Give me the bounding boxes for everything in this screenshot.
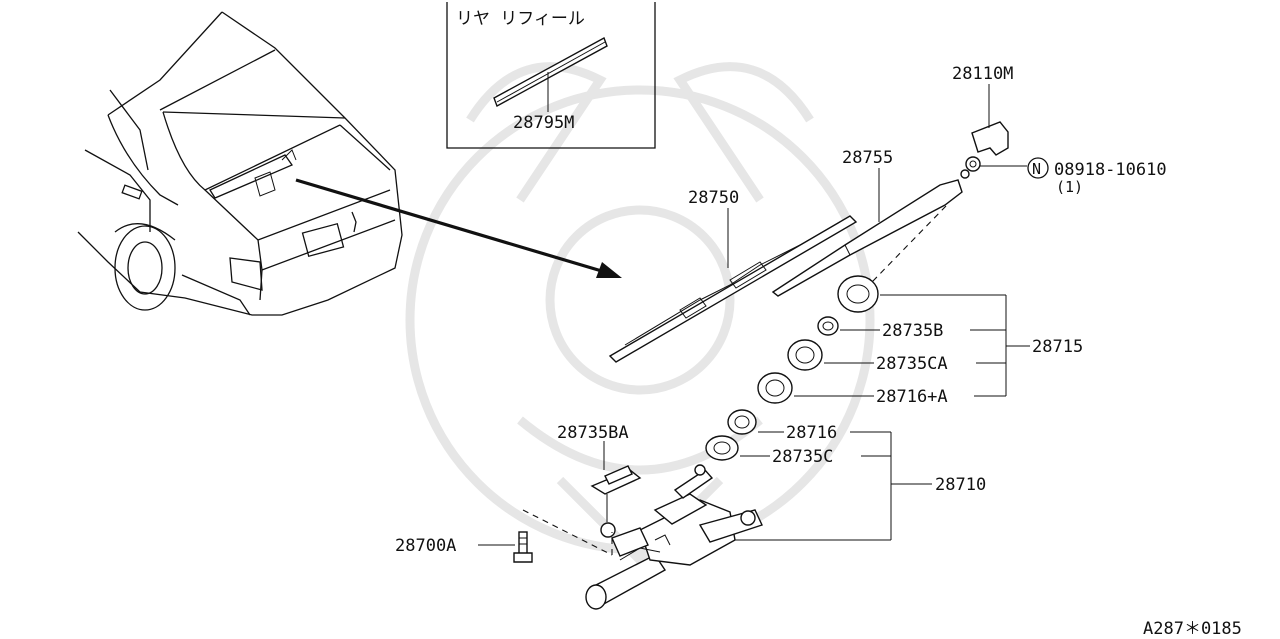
- pointer-arrow: [295, 178, 622, 278]
- label-28755[interactable]: 28755: [842, 148, 893, 168]
- inset-title: リヤ リフィール: [456, 9, 585, 29]
- label-28716A[interactable]: 28716+A: [876, 387, 948, 407]
- diagram-code: A287＊0185: [1143, 619, 1242, 639]
- nut-08918-10610: N 08918-10610 (1): [960, 156, 1167, 196]
- label-08918-10610[interactable]: 08918-10610: [1054, 160, 1167, 180]
- label-28750[interactable]: 28750: [688, 188, 739, 208]
- clip-28735BA: 28735BA: [557, 423, 642, 522]
- label-08918-qty: (1): [1056, 178, 1083, 196]
- label-28795M[interactable]: 28795M: [513, 113, 574, 133]
- label-28710[interactable]: 28710: [935, 475, 986, 495]
- refill-inset-box: リヤ リフィール 28795M: [446, 2, 656, 149]
- wiper-cap-28110M: 28110M: [952, 64, 1013, 156]
- n-marker: N: [1032, 160, 1041, 178]
- label-28735CA[interactable]: 28735CA: [876, 354, 948, 374]
- label-28110M[interactable]: 28110M: [952, 64, 1013, 84]
- label-28700A[interactable]: 28700A: [395, 536, 456, 556]
- bolt-28700A: 28700A: [395, 509, 613, 563]
- wiper-arm-28755: 28755: [771, 148, 963, 297]
- label-28716[interactable]: 28716: [786, 423, 837, 443]
- wiper-blade-28750: 28750: [608, 188, 858, 363]
- label-28715[interactable]: 28715: [1032, 337, 1083, 357]
- label-28735C[interactable]: 28735C: [772, 447, 833, 467]
- bushing-group-28715: 28735B 28735CA 28716+A 28715: [757, 275, 1083, 407]
- watermark-emblem: [405, 62, 875, 567]
- label-28735B[interactable]: 28735B: [882, 321, 943, 341]
- motor-group-28710: 28716 28735C 28710: [585, 409, 986, 610]
- label-28735BA[interactable]: 28735BA: [557, 423, 629, 443]
- car-outline: [77, 11, 403, 316]
